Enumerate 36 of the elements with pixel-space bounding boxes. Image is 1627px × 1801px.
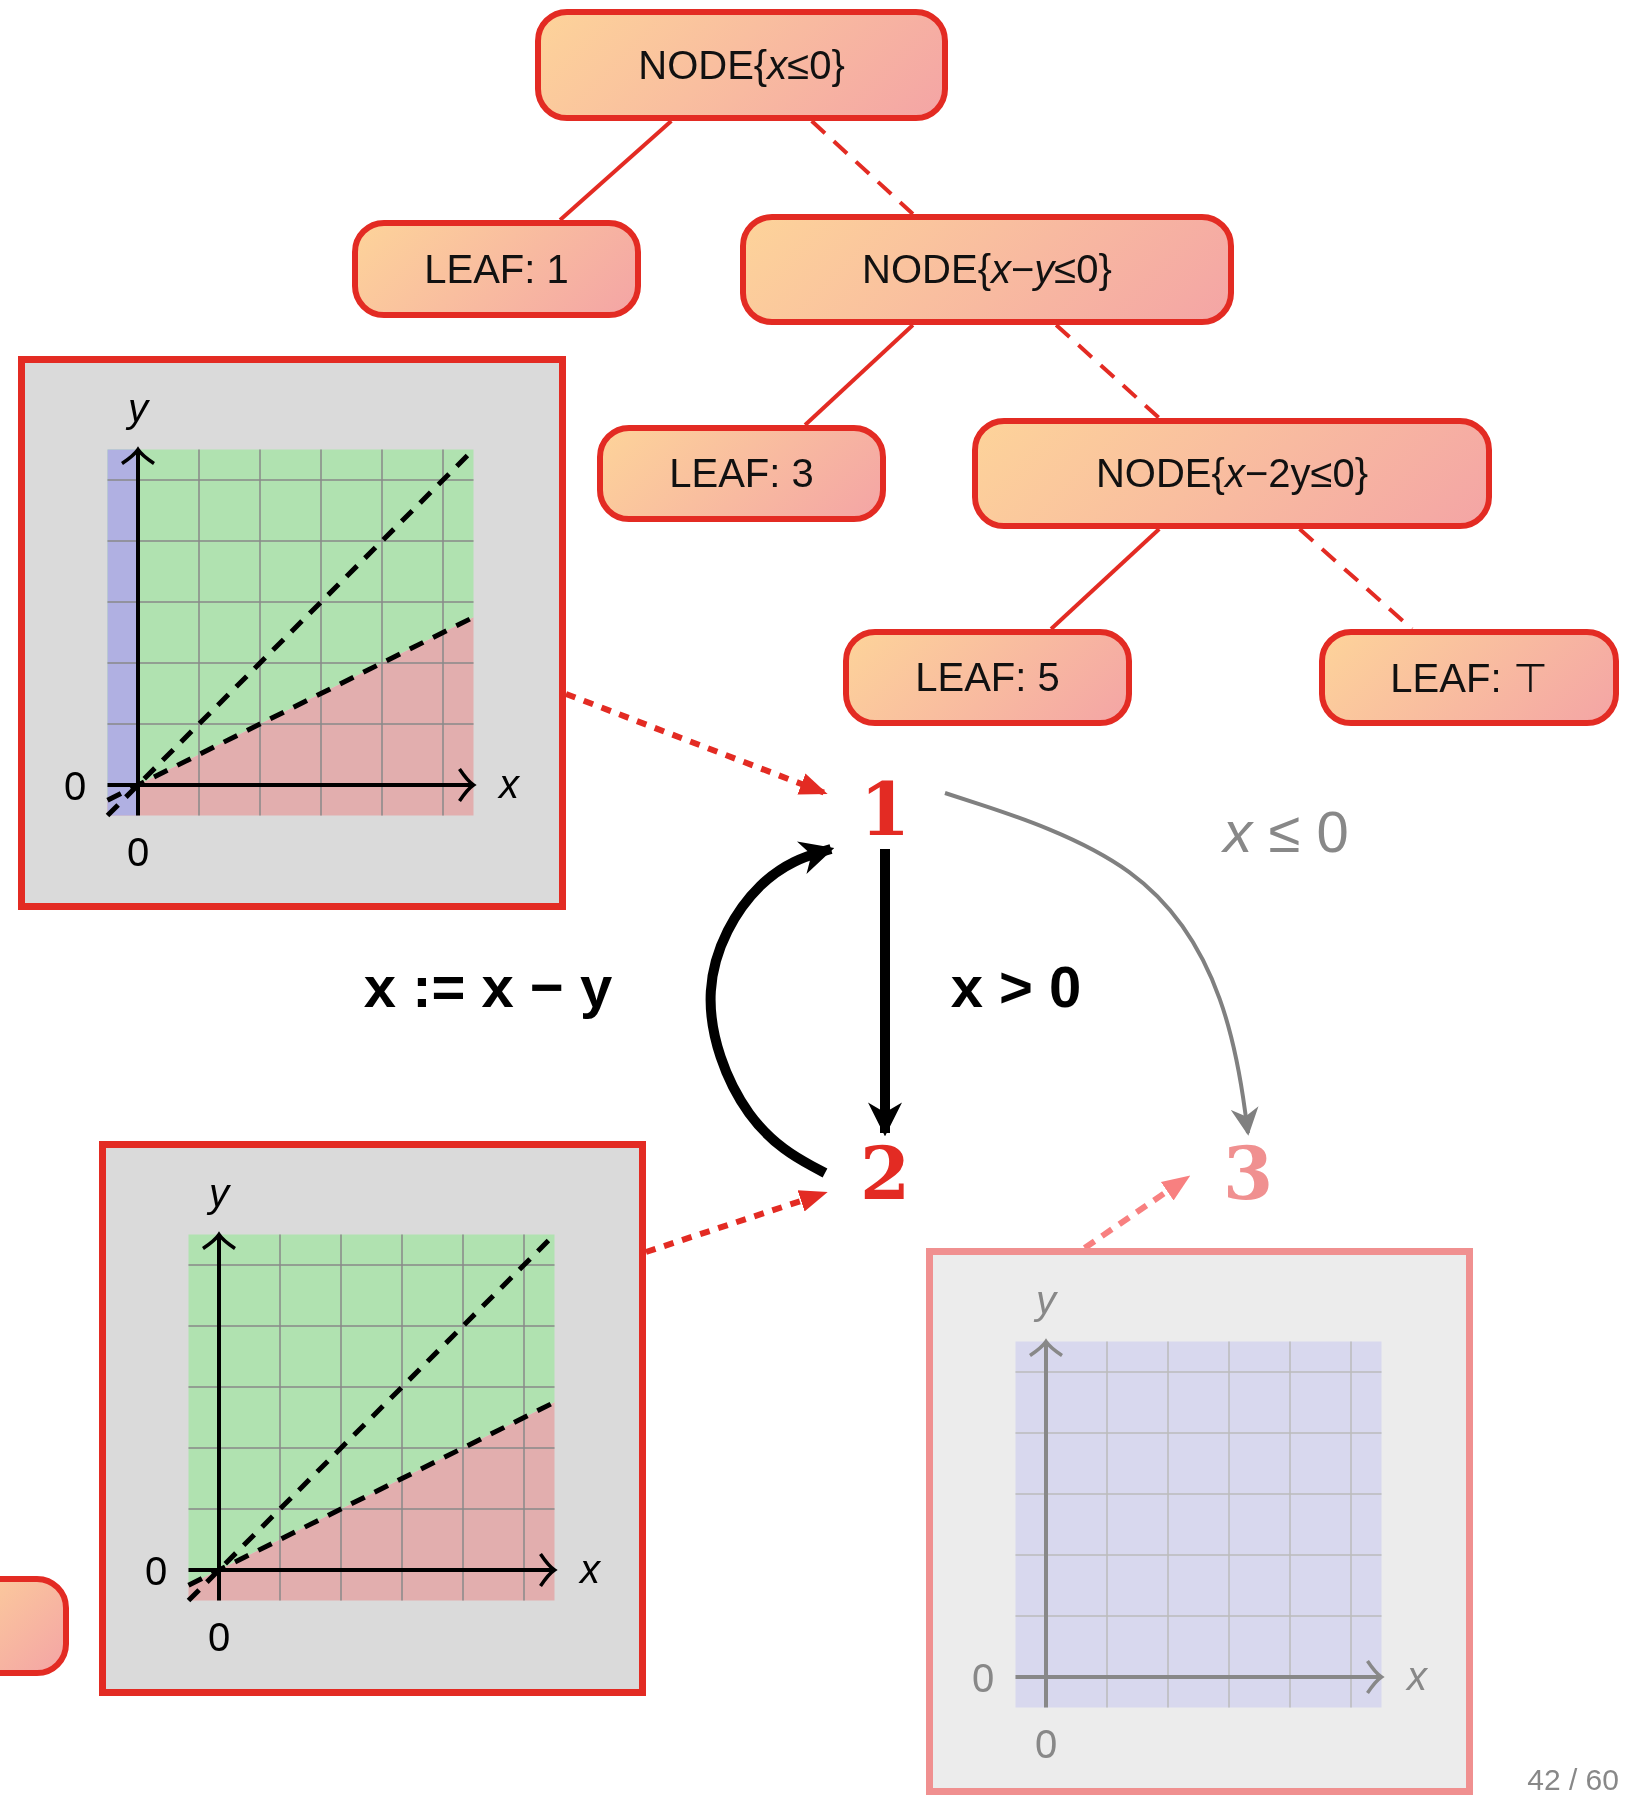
tick-label: 0 [144, 1551, 168, 1591]
tree-node-box: NODE{x≤0} [535, 9, 948, 121]
page-number: 42 / 60 [1527, 1763, 1619, 1797]
state-number: 2 [825, 1133, 945, 1213]
tree-node-box: NODE{x−y≤0} [740, 214, 1234, 325]
tree-node-box: NODE{x−2y≤0} [972, 418, 1492, 529]
connector-line [558, 119, 673, 222]
tree-node-box: LEAF: ⊤ [1319, 629, 1619, 726]
tick-label: 0 [1034, 1724, 1058, 1764]
axis-label: x [499, 764, 519, 804]
arrow [944, 791, 1259, 1136]
connector-line [1054, 323, 1161, 420]
plot-panel [926, 1248, 1473, 1795]
axis-label: y [1036, 1280, 1056, 1320]
tick-label: 0 [207, 1617, 231, 1657]
tree-node-box: LEAF: 1 [352, 220, 641, 318]
arrow [564, 691, 828, 796]
tick-label: 0 [126, 832, 150, 872]
connector-line [803, 323, 915, 427]
tree-node-box: LEAF: 5 [843, 629, 1132, 726]
tick-label: 0 [971, 1658, 995, 1698]
axis-label: y [209, 1173, 229, 1213]
connector-line [810, 119, 915, 216]
arrow [645, 1190, 828, 1255]
tree-node-box: LEAF: 3 [597, 425, 886, 522]
state-number: 1 [825, 769, 945, 849]
state-number: 3 [1188, 1133, 1308, 1213]
plot-panel [18, 356, 566, 910]
axis-label: x [580, 1549, 600, 1589]
arrow [705, 841, 835, 1178]
tick-label: 0 [63, 766, 87, 806]
plot-panel [99, 1141, 646, 1696]
axis-label: x [1407, 1656, 1427, 1696]
connector-line [1049, 527, 1161, 631]
axis-label: y [128, 388, 148, 428]
arrow [868, 849, 902, 1137]
